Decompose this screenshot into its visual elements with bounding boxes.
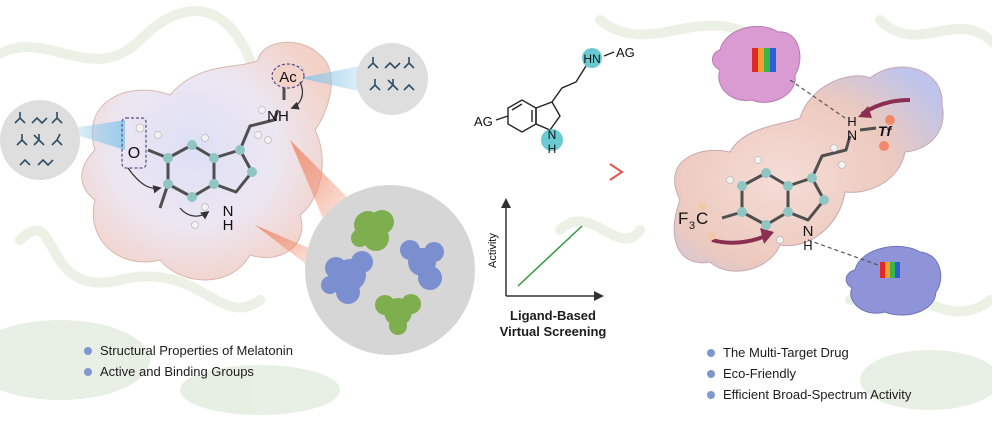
indole-nh-highlight: [541, 129, 563, 151]
bullet-dot: [84, 368, 92, 376]
bullet-dot: [84, 347, 92, 355]
left-bullet-item: Structural Properties of Melatonin: [82, 340, 293, 361]
target-protein-blue-2: [400, 240, 444, 290]
center-panel: HN AG AG N H Activity: [474, 45, 635, 301]
rotation-arrow-ring: [179, 207, 210, 220]
right-bullet-item: Eco-Friendly: [705, 363, 911, 384]
maroon-arrowhead-top: [858, 106, 872, 118]
left-bullet-text: Active and Binding Groups: [100, 364, 254, 379]
bullet-dot: [707, 370, 715, 378]
branched-alkyl-icon: [14, 112, 63, 167]
maroon-arrowhead-bottom: [760, 228, 774, 244]
scaffold-hn-label: HN: [583, 52, 600, 66]
tf-atoms: [879, 115, 895, 151]
acyl-variants-bubble: [356, 43, 428, 115]
cf3-subscript: 3: [689, 220, 695, 232]
bullet-dot: [707, 391, 715, 399]
amine-label: NH: [267, 108, 289, 125]
screening-caption-line2: Virtual Screening: [499, 324, 607, 339]
hn-ag-bond: [603, 51, 615, 57]
indole-h-label: H: [223, 217, 234, 234]
derivative-amine-h: H: [847, 114, 856, 129]
bullet-dot: [707, 349, 715, 357]
target-proteins-bubble: [305, 185, 475, 355]
target-protein-green-1: [351, 210, 394, 251]
right-panel: F 3 C H N Tf N H: [673, 25, 944, 316]
cf3-f-label: F: [678, 209, 688, 228]
acetyl-highlight-circle: [271, 63, 305, 89]
indole-scaffold: [507, 65, 587, 133]
cf3-c-label: C: [696, 209, 708, 228]
pink-protein-pocket: [752, 48, 776, 72]
plot-y-label: Activity: [487, 233, 499, 268]
main-process-arrowhead: [609, 163, 624, 181]
blue-protein-target: [845, 245, 942, 316]
left-bullet-list: Structural Properties of Melatonin Activ…: [82, 340, 293, 382]
hn-highlight: [582, 48, 602, 68]
aromatic-carbons: [163, 140, 257, 202]
background-green-blobs: [0, 320, 992, 415]
acyl-chain-icon: [367, 57, 415, 91]
derivative-amine-n: N: [847, 127, 857, 143]
target-protein-blue-1: [321, 251, 373, 304]
scaffold-ag-left: AG: [474, 114, 493, 129]
scaffold-indole-n: N: [548, 128, 557, 142]
methoxy-highlight-box: [121, 117, 147, 169]
right-bullet-item: The Multi-Target Drug: [705, 342, 911, 363]
screening-caption-line1: Ligand-Based: [510, 308, 596, 323]
derivative-indole-h: H: [803, 238, 812, 253]
pink-protein-target: [712, 25, 801, 103]
plot-x-arrowhead: [594, 291, 604, 301]
methoxy-oxygen-label: O: [128, 145, 140, 162]
plot-y-arrowhead: [501, 198, 511, 208]
left-bullet-item: Active and Binding Groups: [82, 361, 293, 382]
rotation-arrow-methoxy: [127, 167, 162, 194]
derivative-indole-n: N: [803, 223, 814, 240]
tf-label: Tf: [878, 123, 893, 139]
blue-protein-pocket: [880, 262, 900, 278]
right-bullet-text: Eco-Friendly: [723, 366, 796, 381]
ag-left-bond: [495, 115, 509, 121]
plot-activity-line: [517, 225, 583, 287]
derivative-aromatic-carbons: [737, 168, 829, 230]
blue-binding-dash: [807, 239, 879, 266]
right-bullet-list: The Multi-Target Drug Eco-Friendly Effic…: [705, 342, 911, 405]
derivative-hydrogen-atoms: [726, 144, 846, 244]
right-bullet-item: Efficient Broad-Spectrum Activity: [705, 384, 911, 405]
fluorine-atoms: [698, 202, 716, 240]
scaffold-indole-h: H: [548, 142, 557, 156]
rotation-arrow-acetyl: [290, 81, 304, 110]
target-protein-green-2: [375, 294, 421, 335]
left-bullet-text: Structural Properties of Melatonin: [100, 343, 293, 358]
indole-n-label: N: [223, 203, 234, 220]
screening-caption: Ligand-Based Virtual Screening: [488, 308, 618, 340]
scaffold-ag-top: AG: [616, 45, 635, 60]
acetyl-label: Ac: [279, 69, 297, 86]
right-bullet-text: Efficient Broad-Spectrum Activity: [723, 387, 912, 402]
right-electrostatic-surface: [673, 66, 944, 272]
left-panel: Ac NH O N H: [0, 41, 475, 355]
right-bullet-text: The Multi-Target Drug: [723, 345, 849, 360]
